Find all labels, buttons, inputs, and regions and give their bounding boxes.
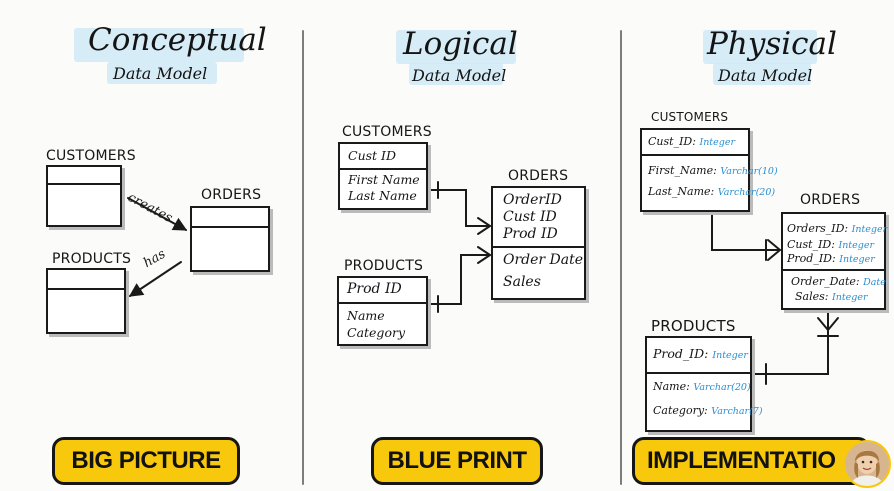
entity-customers	[46, 165, 122, 227]
entity-products: Prod_ID: Integer Name: Varchar(20) Categ…	[645, 336, 752, 432]
attribute: Order Date	[503, 252, 583, 268]
entity-orders: OrderID Cust ID Prod ID Order Date Sales	[491, 186, 586, 300]
entity-label-orders: ORDERS	[508, 168, 568, 184]
primary-key: Prod_ID: Integer	[653, 346, 748, 361]
key: Cust_ID: Integer	[787, 238, 874, 251]
attribute: Category	[347, 325, 405, 340]
attribute: First_Name: Varchar(10)	[648, 164, 778, 177]
attribute: Name	[347, 308, 385, 323]
entity-label-orders: ORDERS	[800, 192, 860, 208]
attribute: First Name	[348, 172, 420, 187]
entity-label-orders: ORDERS	[201, 187, 261, 203]
entity-customers: Cust_ID: Integer First_Name: Varchar(10)…	[640, 128, 750, 212]
primary-key: Cust_ID: Integer	[648, 135, 735, 148]
customers-orders-link	[712, 212, 780, 250]
attribute: Last_Name: Varchar(20)	[648, 185, 775, 198]
entity-customers: Cust ID First Name Last Name	[338, 142, 428, 210]
entity-label-products: PRODUCTS	[651, 317, 736, 335]
attribute: Sales	[503, 274, 541, 290]
entity-label-customers: CUSTOMERS	[342, 124, 432, 140]
key: Prod_ID: Integer	[787, 252, 875, 265]
badge-implementation: IMPLEMENTATIO	[632, 437, 870, 485]
attribute: Last Name	[348, 188, 417, 203]
key: Orders_ID: Integer	[787, 222, 887, 235]
entity-label-customers: CUSTOMERS	[651, 110, 728, 124]
attribute: Sales: Integer	[795, 290, 868, 303]
key: OrderID	[503, 192, 562, 208]
badge-big-picture: BIG PICTURE	[52, 437, 240, 485]
presenter-avatar-icon	[843, 440, 891, 488]
entity-label-customers: CUSTOMERS	[46, 148, 136, 164]
primary-key: Prod ID	[347, 281, 402, 297]
entity-products	[46, 268, 126, 334]
attribute: Order_Date: Date	[791, 275, 886, 288]
attribute: Category: Varchar(7)	[653, 404, 763, 417]
primary-key: Cust ID	[348, 148, 396, 163]
entity-products: Prod ID Name Category	[337, 276, 428, 346]
key: Prod ID	[503, 226, 558, 242]
key: Cust ID	[503, 209, 557, 225]
entity-label-products: PRODUCTS	[52, 251, 131, 267]
entity-orders	[190, 206, 270, 272]
attribute: Name: Varchar(20)	[653, 380, 751, 393]
entity-orders: Orders_ID: Integer Cust_ID: Integer Prod…	[781, 212, 886, 310]
products-orders-link	[752, 312, 828, 374]
has-arrow	[130, 262, 181, 296]
badge-blue-print: BLUE PRINT	[371, 437, 543, 485]
entity-label-products: PRODUCTS	[344, 258, 423, 274]
